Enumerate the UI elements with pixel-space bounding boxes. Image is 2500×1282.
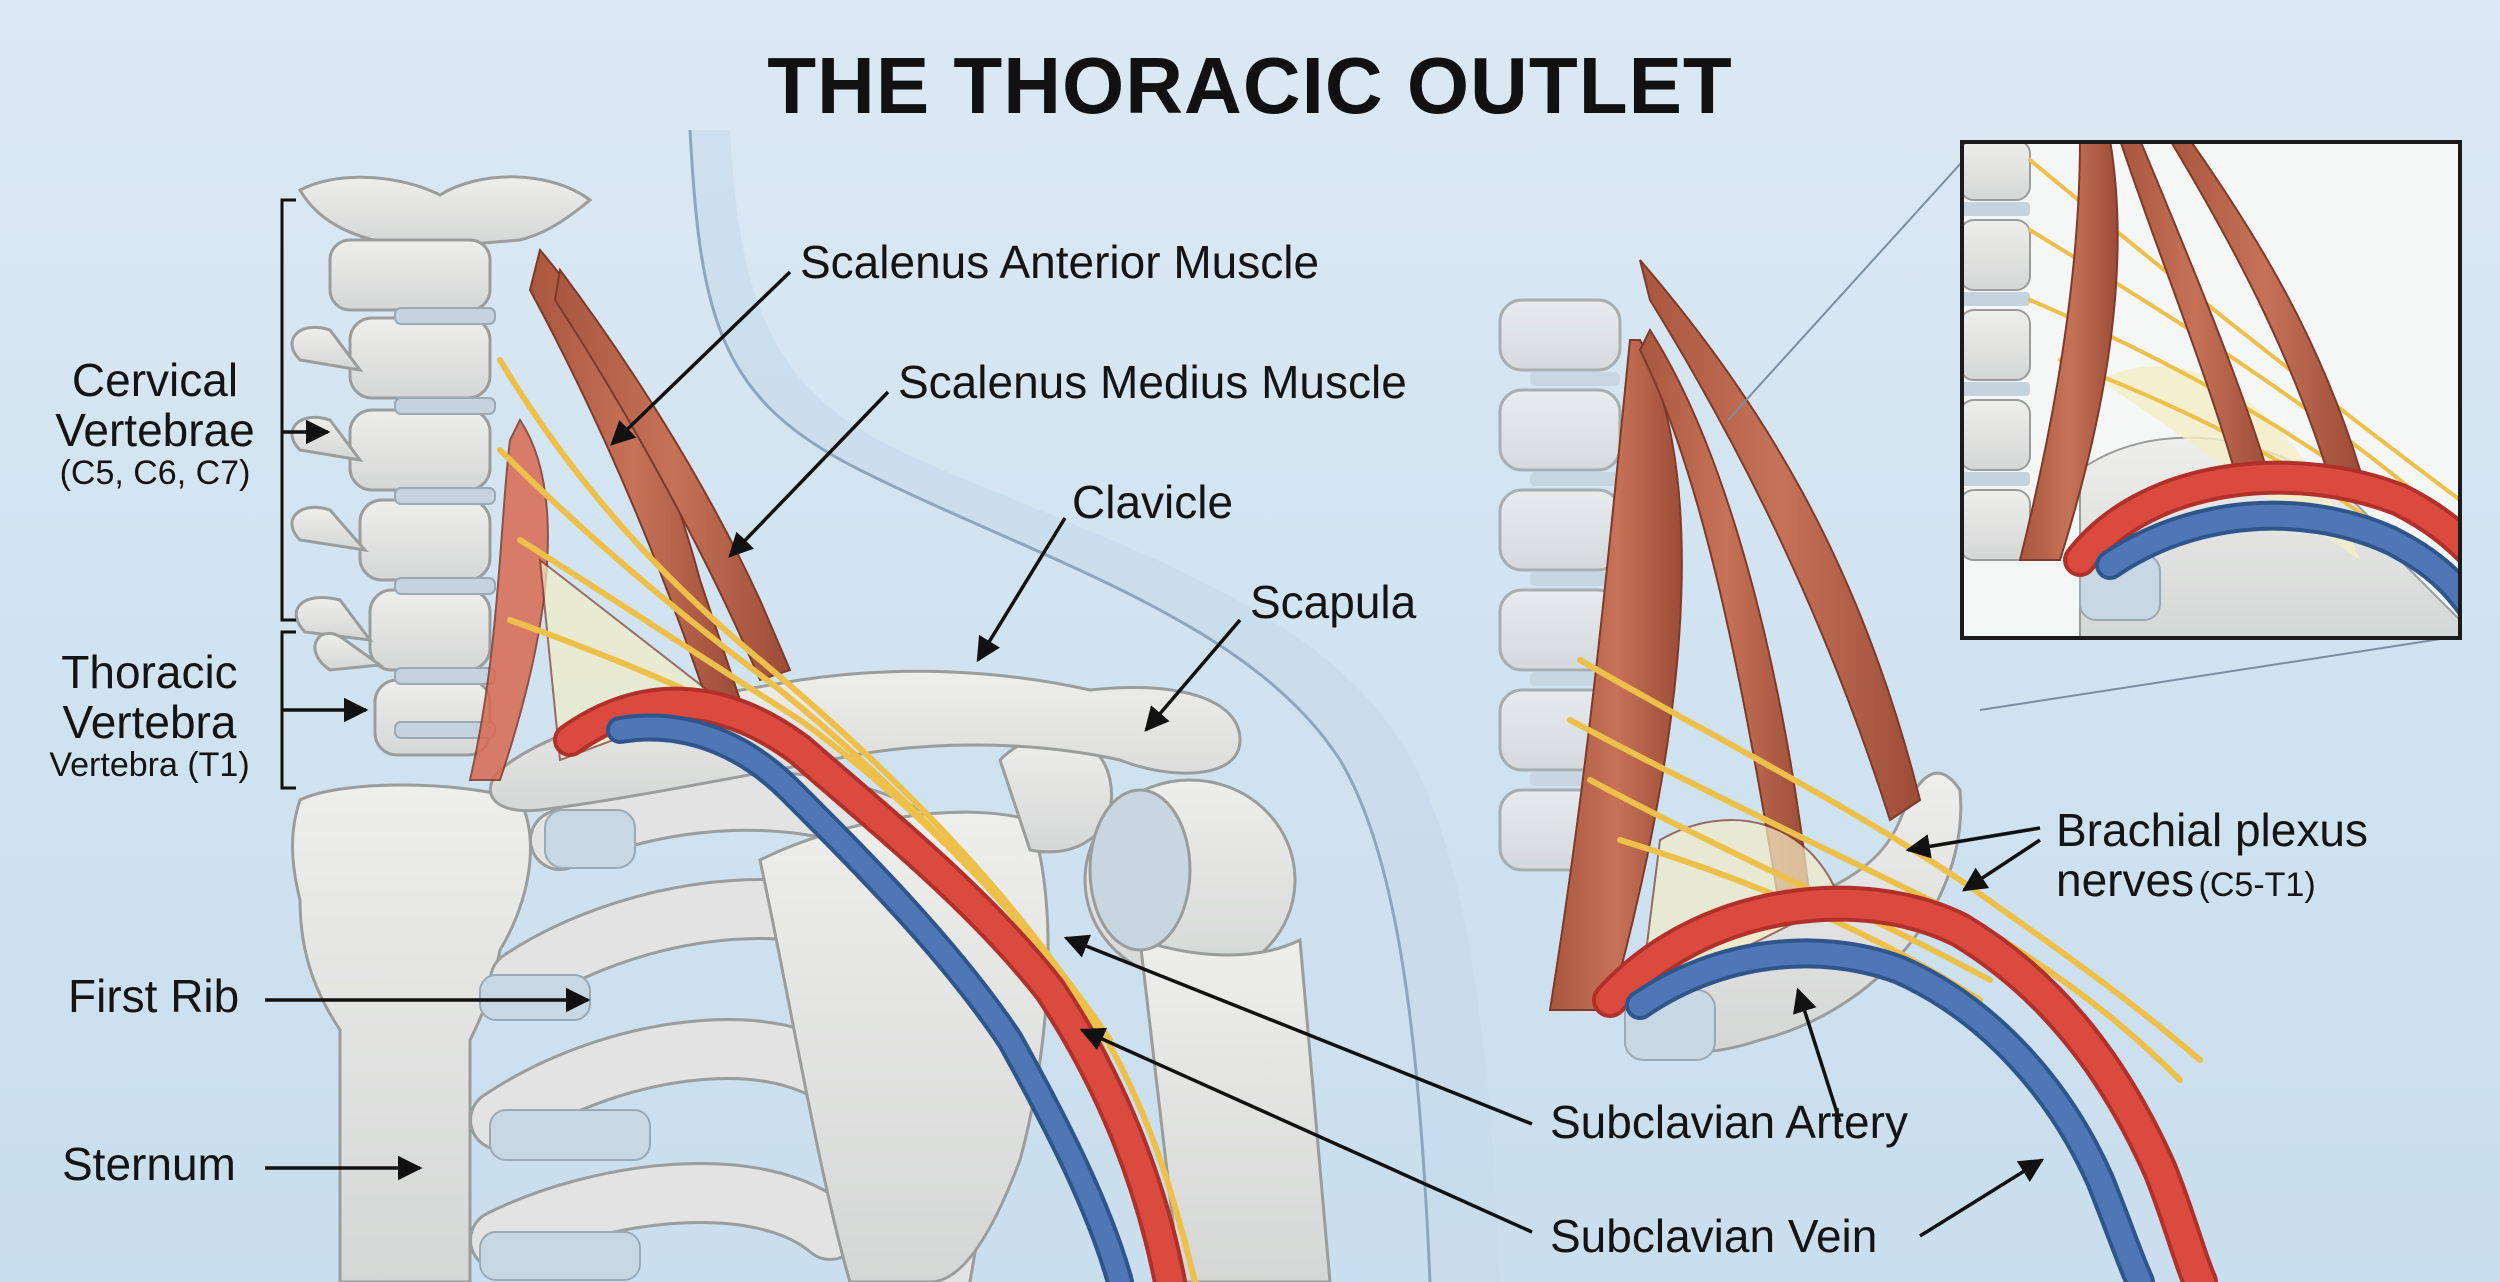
label-cervical-line2: Vertebrae	[55, 403, 255, 456]
label-sternum: Sternum	[62, 1138, 236, 1190]
label-subclavian-artery: Subclavian Artery	[1550, 1096, 1908, 1148]
label-sternum-text: Sternum	[62, 1138, 236, 1190]
sternum	[291, 783, 532, 1282]
label-first-rib-text: First Rib	[68, 970, 240, 1022]
label-scapula-text: Scapula	[1250, 576, 1417, 628]
label-brachial-line2: nerves	[2056, 853, 2195, 906]
label-scalenus-medius: Scalenus Medius Muscle	[898, 356, 1407, 408]
label-scalenus-medius-text: Scalenus Medius Muscle	[898, 356, 1407, 408]
label-thoracic-line1: Thoracic	[61, 646, 238, 698]
label-clavicle-text: Clavicle	[1072, 476, 1234, 528]
label-cervical-vertebrae: Cervical Vertebrae (C5, C6, C7)	[30, 354, 280, 493]
label-first-rib: First Rib	[68, 970, 240, 1022]
body-silhouette	[688, 129, 1500, 1282]
label-thoracic-line3: Vertebra (T1)	[49, 746, 250, 785]
label-scalenus-anterior: Scalenus Anterior Muscle	[800, 236, 1320, 288]
label-brachial-range: (C5-T1)	[2198, 865, 2316, 904]
label-clavicle: Clavicle	[1072, 476, 1234, 528]
zoom-spine	[1498, 298, 1622, 872]
label-cervical-line1: Cervical	[71, 354, 239, 406]
label-brachial-plexus: Brachial plexus nerves (C5-T1)	[2056, 804, 2368, 906]
label-scapula: Scapula	[1250, 576, 1417, 628]
vertebra-brackets	[280, 198, 296, 790]
zoom-subclavian-vessels	[1592, 885, 2218, 1282]
leader-arrows	[265, 270, 2045, 1238]
label-subclavian-vein: Subclavian Vein	[1550, 1210, 1878, 1262]
label-scalenus-anterior-text: Scalenus Anterior Muscle	[800, 236, 1320, 288]
subclavian-vessels-main	[553, 686, 1187, 1282]
label-subclavian-artery-text: Subclavian Artery	[1550, 1096, 1908, 1148]
label-brachial-line1: Brachial plexus	[2056, 804, 2368, 856]
label-thoracic-line2: Vertebra	[62, 695, 237, 748]
intervertebral-discs	[394, 307, 496, 739]
label-cervical-line3: (C5, C6, C7)	[59, 454, 251, 493]
label-thoracic-vertebra: Thoracic Vertebra Vertebra (T1)	[22, 646, 277, 785]
diagram-title: THE THORACIC OUTLET	[767, 41, 1733, 130]
label-subclavian-vein-text: Subclavian Vein	[1550, 1210, 1878, 1262]
inset-detail	[1727, 140, 2462, 711]
costal-cartilages	[479, 809, 651, 1281]
